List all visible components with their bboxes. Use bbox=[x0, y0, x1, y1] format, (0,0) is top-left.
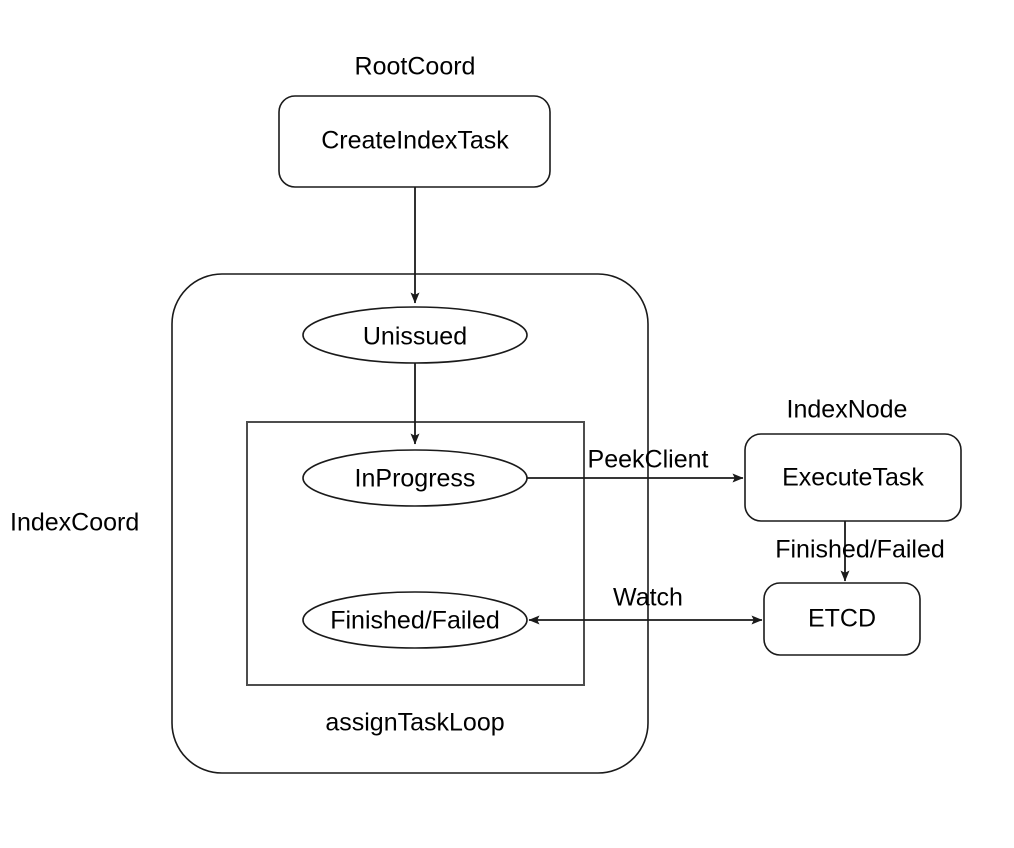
group-label-indexcoord: IndexCoord bbox=[10, 509, 139, 537]
edge-label-peekclient: PeekClient bbox=[588, 446, 709, 474]
node-unissued[interactable] bbox=[302, 306, 528, 364]
group-label-rootcoord: RootCoord bbox=[355, 53, 476, 81]
node-label-unissued: Unissued bbox=[363, 323, 467, 351]
group-indexcoord-container bbox=[171, 273, 649, 774]
node-finished-failed-state[interactable] bbox=[302, 591, 528, 649]
node-inprogress[interactable] bbox=[302, 449, 528, 507]
group-label-assigntaskloop: assignTaskLoop bbox=[325, 709, 504, 737]
group-label-indexnode: IndexNode bbox=[787, 396, 908, 424]
node-label-create-index-task: CreateIndexTask bbox=[321, 127, 509, 155]
node-label-finished-failed-state: Finished/Failed bbox=[330, 607, 500, 635]
node-label-inprogress: InProgress bbox=[355, 465, 476, 493]
edge-label-watch: Watch bbox=[613, 584, 683, 612]
node-create-index-task[interactable] bbox=[278, 95, 551, 188]
node-etcd[interactable] bbox=[763, 582, 921, 656]
node-label-execute-task: ExecuteTask bbox=[782, 464, 924, 492]
edge-label-finished-failed: Finished/Failed bbox=[775, 536, 945, 564]
node-label-etcd: ETCD bbox=[808, 605, 876, 633]
node-execute-task[interactable] bbox=[744, 433, 962, 522]
